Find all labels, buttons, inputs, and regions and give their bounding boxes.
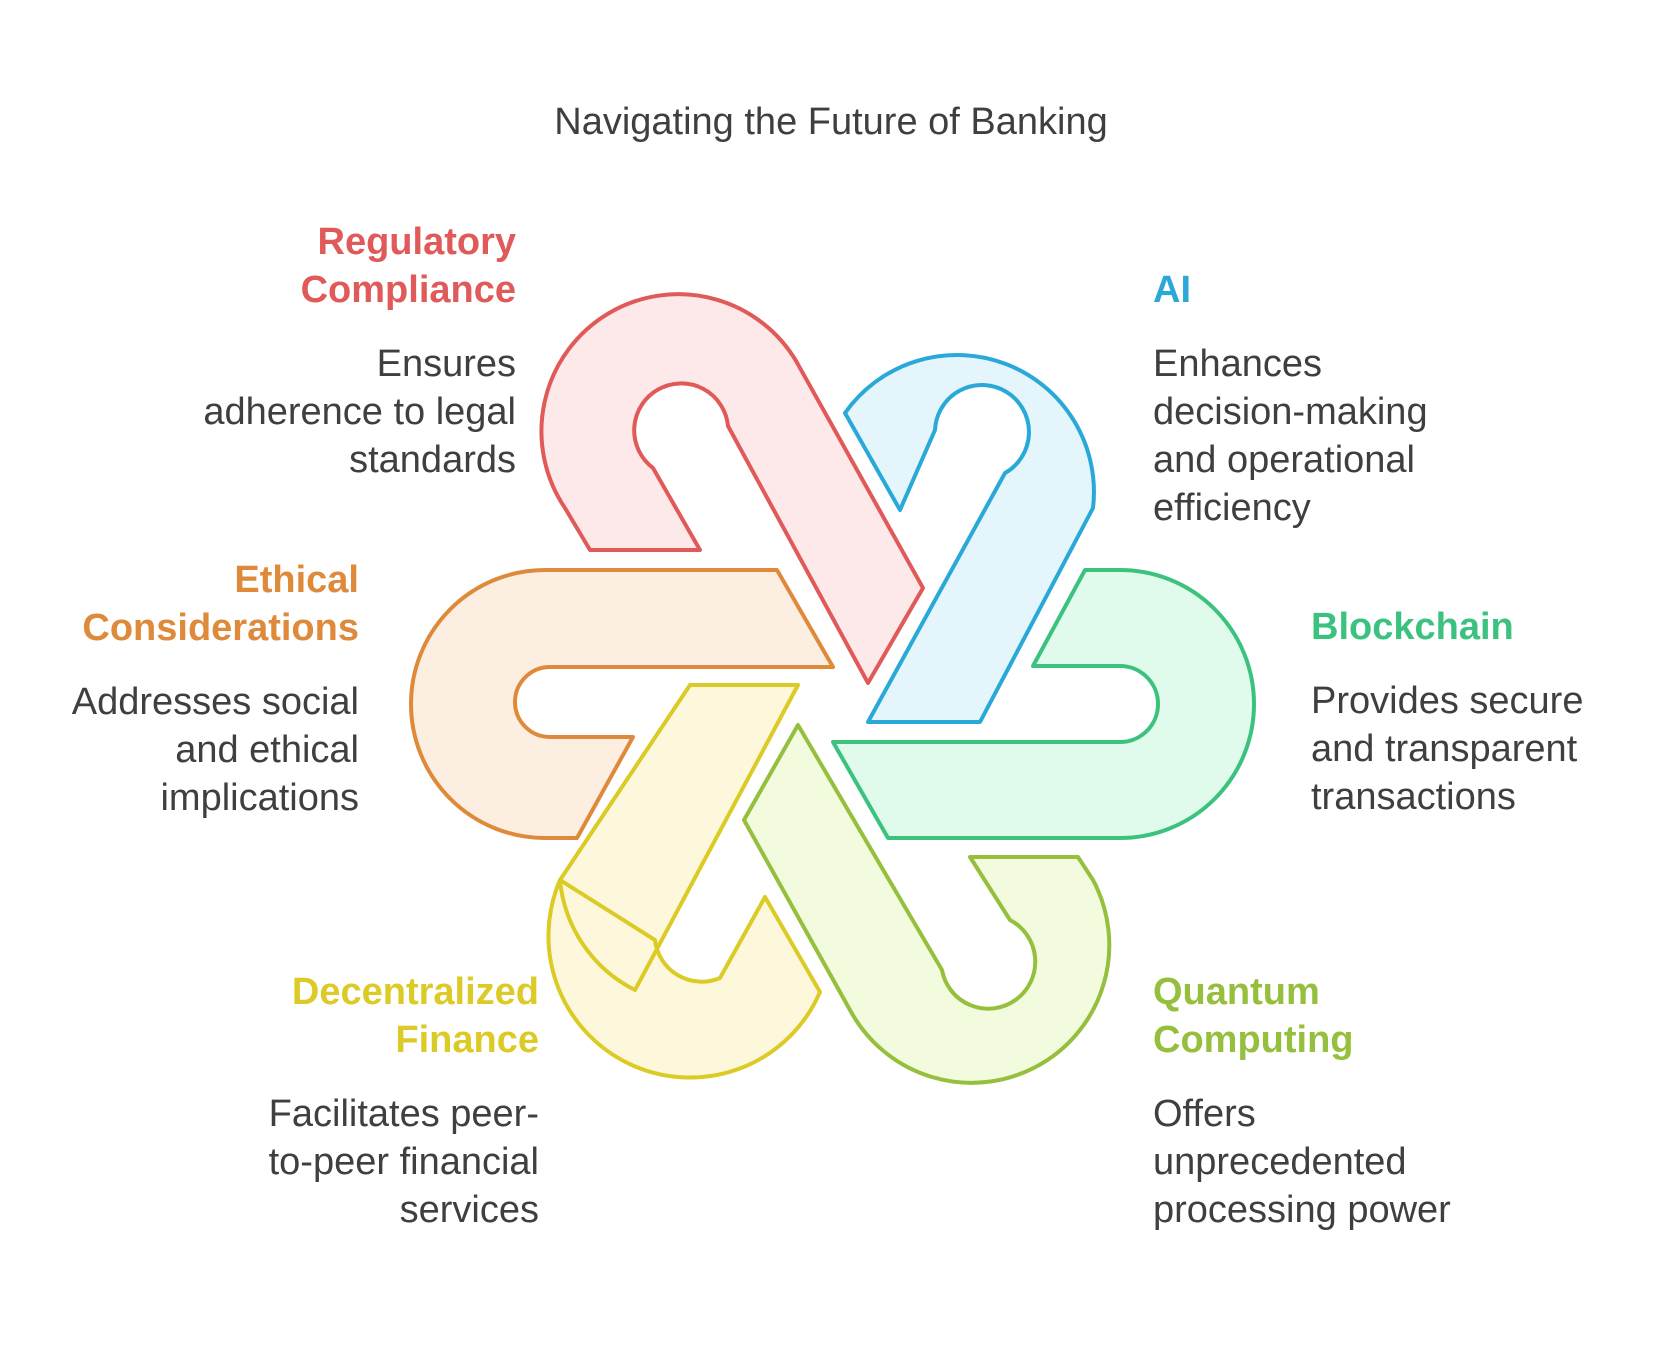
- quantum-computing-heading: Quantum Computing: [1153, 971, 1354, 1061]
- quantum-computing-description: Offers unprecedented processing power: [1153, 1093, 1451, 1231]
- ai-heading: AI: [1153, 269, 1191, 311]
- decentralized-finance-description: Facilitates peer- to-peer financial serv…: [268, 1093, 539, 1231]
- diagram-title: Navigating the Future of Banking: [554, 101, 1108, 143]
- decentralized-finance-heading: Decentralized Finance: [291, 971, 539, 1061]
- regulatory-compliance-description: Ensures adherence to legal standards: [203, 343, 516, 481]
- regulatory-compliance-heading: Regulatory Compliance: [300, 221, 516, 311]
- regulatory-link-shape: [539, 292, 925, 685]
- defi-link-shape: [546, 683, 822, 1080]
- decentralized-finance-block: Decentralized Finance Facilitates peer- …: [79, 968, 539, 1234]
- ai-link-shape: [843, 353, 1096, 724]
- ethical-considerations-description: Addresses social and ethical implication…: [71, 681, 359, 819]
- ai-block: AI Enhances decision-making and operatio…: [1153, 266, 1613, 532]
- blockchain-block: Blockchain Provides secure and transpare…: [1311, 603, 1662, 821]
- ethical-link-shape: [409, 568, 835, 840]
- blockchain-description: Provides secure and transparent transact…: [1311, 680, 1584, 818]
- ethical-considerations-block: Ethical Considerations Addresses social …: [0, 556, 359, 822]
- ai-description: Enhances decision-making and operational…: [1153, 343, 1428, 529]
- quantum-computing-block: Quantum Computing Offers unprecedented p…: [1153, 968, 1613, 1234]
- quantum-link-shape: [742, 723, 1112, 1085]
- regulatory-compliance-block: Regulatory Compliance Ensures adherence …: [56, 218, 516, 484]
- ethical-considerations-heading: Ethical Considerations: [82, 559, 359, 649]
- blockchain-heading: Blockchain: [1311, 606, 1514, 648]
- blockchain-link-shape: [831, 568, 1256, 840]
